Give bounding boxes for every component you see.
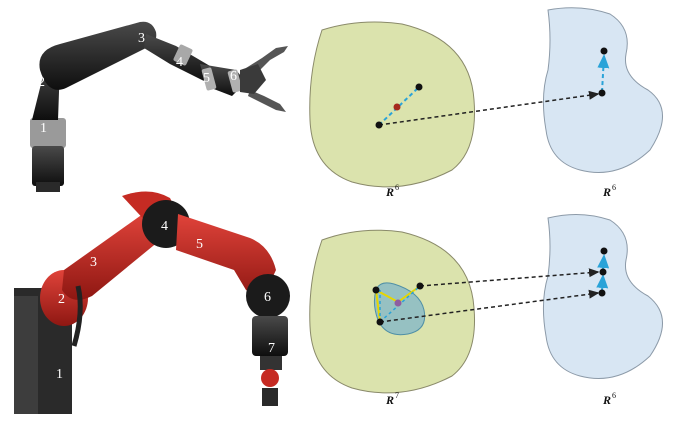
- joint-space-top: [309, 21, 476, 188]
- robot-wrist: [246, 274, 290, 318]
- joint-label-5: 5: [196, 237, 203, 252]
- joint-label-1: 1: [56, 367, 63, 382]
- task-delta-arrow: [597, 54, 610, 93]
- joint-label-7: 7: [268, 341, 275, 356]
- space-sup-top-right: 6: [612, 183, 616, 192]
- joint-label-3: 3: [90, 255, 97, 270]
- joint-label-6: 6: [230, 69, 237, 84]
- joint-label-4: 4: [176, 55, 183, 70]
- joint-point: [375, 121, 383, 129]
- mapping-arrow: [378, 90, 600, 126]
- task-delta-arrow: [597, 254, 610, 271]
- task-delta-arrow: [596, 274, 609, 292]
- task-point: [598, 289, 606, 297]
- task-point: [599, 268, 607, 276]
- mapping-arrow: [419, 268, 600, 287]
- joint-point: [416, 282, 424, 290]
- space-sup-bottom-right: 6: [612, 391, 616, 400]
- joint-label-3: 3: [138, 31, 145, 46]
- task-space-bottom: [542, 214, 663, 379]
- joint-midpoint: [393, 103, 401, 111]
- joint-point: [372, 286, 380, 294]
- joint-label-2: 2: [58, 292, 65, 307]
- robot-base: [32, 146, 64, 186]
- joint-label-4: 4: [161, 219, 168, 234]
- mapping-arrow: [379, 289, 600, 323]
- space-label-top-right: R: [602, 185, 611, 199]
- joint-point: [376, 318, 384, 326]
- space-sup-bottom-left: 7: [395, 391, 399, 400]
- joint-label-2: 2: [38, 75, 45, 90]
- joint-midpoint: [394, 299, 402, 307]
- joint-label-5: 5: [203, 71, 210, 86]
- robot-arm-7dof: 1 2 3 4 5 6 7: [14, 191, 290, 414]
- space-label-bottom-left: R: [385, 393, 394, 407]
- joint-delta-arrow: [378, 87, 419, 126]
- task-point: [598, 89, 606, 97]
- joint-target-point: [415, 83, 423, 91]
- robot-base-ring: [30, 118, 66, 148]
- joint-label-6: 6: [264, 290, 271, 305]
- joint-label-1: 1: [40, 121, 47, 136]
- task-target-point: [600, 247, 608, 255]
- robot-arm-6dof: 1 2 3 4 5 6: [30, 21, 288, 192]
- space-label-bottom-right: R: [602, 393, 611, 407]
- space-sup-top-left: 6: [395, 183, 399, 192]
- task-target-point: [600, 47, 608, 55]
- space-label-top-left: R: [385, 185, 394, 199]
